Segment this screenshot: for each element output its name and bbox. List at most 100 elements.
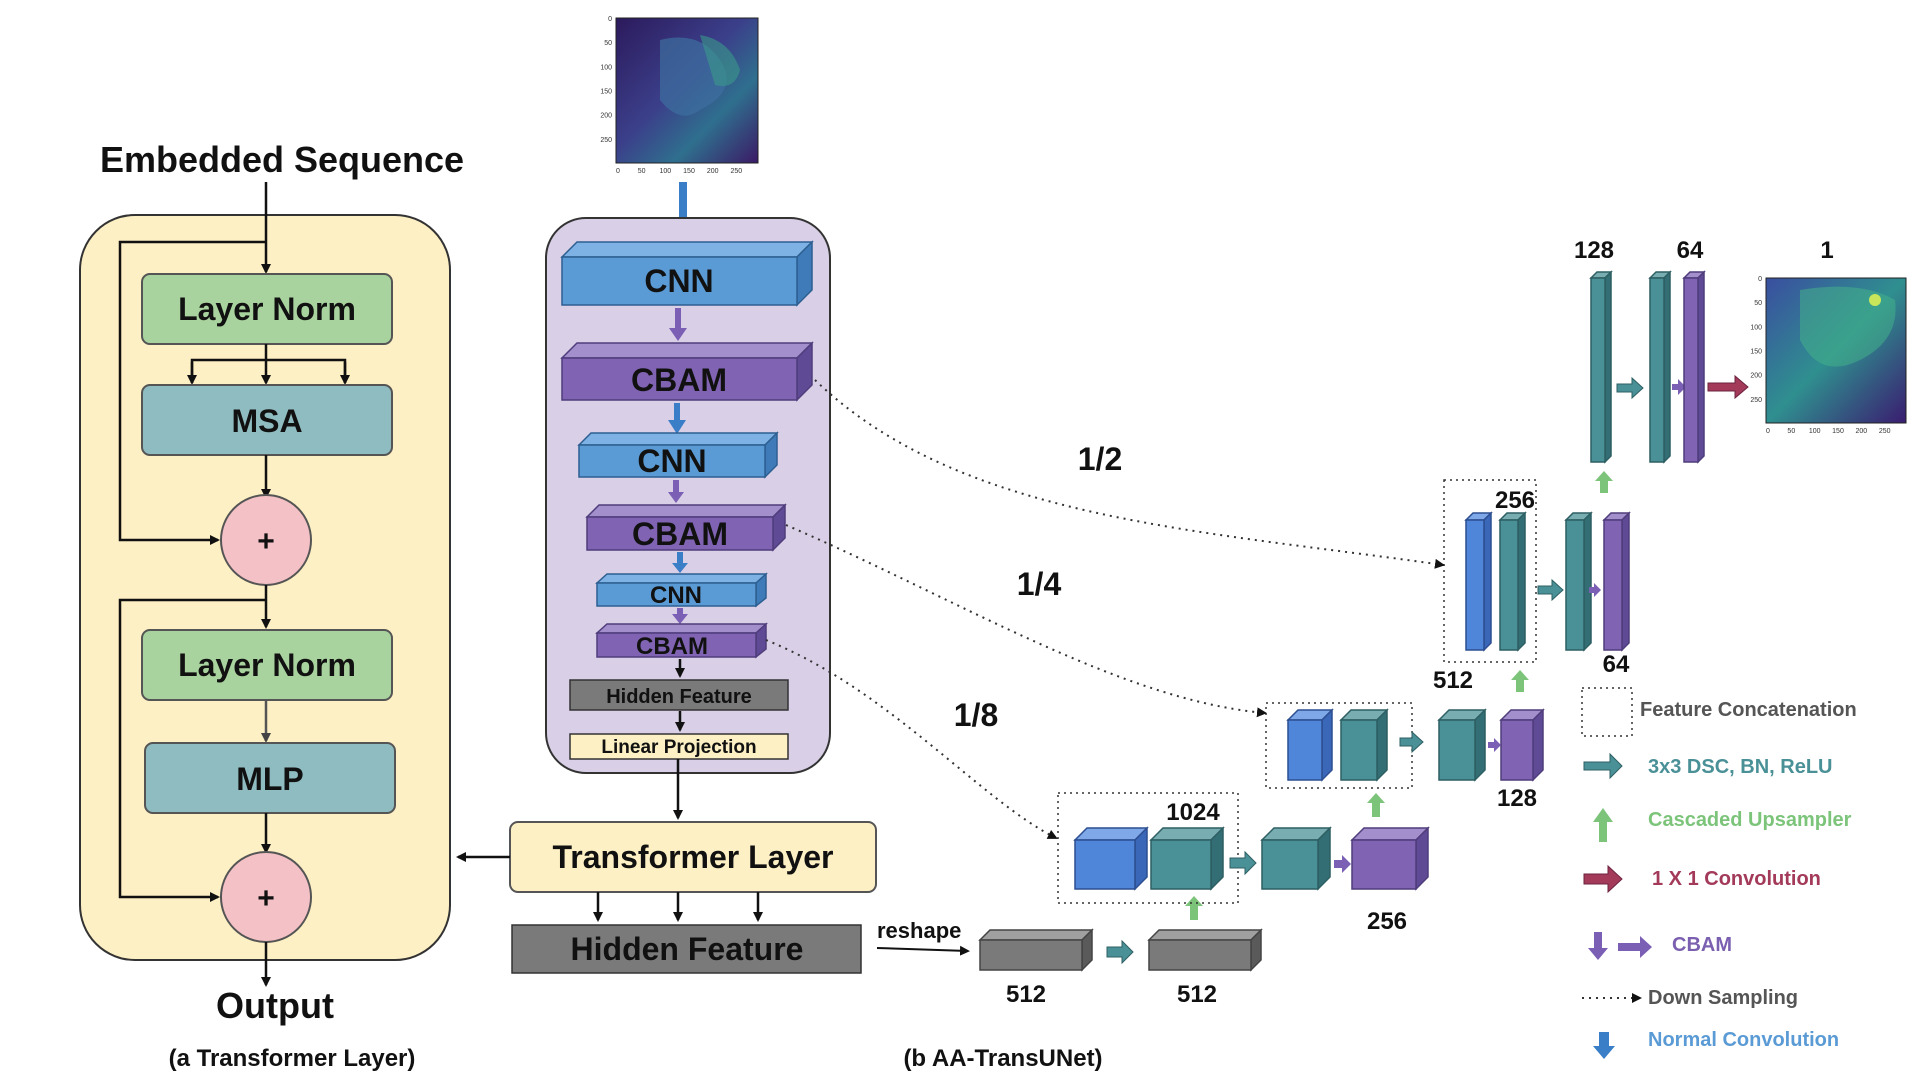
arrow-cbam2-cnn3-head xyxy=(672,563,688,573)
arrow-cnn3-cbam3-head xyxy=(672,614,688,624)
concat-box-1024 xyxy=(1057,792,1239,904)
transformer-caption: (a Transformer Layer) xyxy=(169,1045,416,1072)
cnn-1-label: CNN xyxy=(644,263,713,299)
output-y-tick-2: 100 xyxy=(1750,324,1762,331)
output-y-tick-3: 150 xyxy=(1750,349,1762,356)
skip-ratio-half: 1/2 xyxy=(1078,441,1122,477)
output-y-tick-5: 250 xyxy=(1750,397,1762,404)
cbam-2-block xyxy=(586,516,774,551)
concat-box-512 xyxy=(1265,702,1413,789)
teal-block-1024 xyxy=(1150,839,1212,890)
blue-block-512 xyxy=(1287,719,1323,781)
embedded-sequence-label: Embedded Sequence xyxy=(100,139,464,180)
output-x-tick-1: 50 xyxy=(1787,428,1795,435)
channel-128-mid: 128 xyxy=(1497,785,1537,812)
purple-block-128 xyxy=(1500,719,1534,781)
cbam-2-label: CBAM xyxy=(632,516,728,552)
upsampler-arrow-1 xyxy=(1185,896,1203,920)
transformer-layer-label: Transformer Layer xyxy=(552,839,833,875)
channel-512: 512 xyxy=(1433,667,1473,694)
input-y-tick-3: 150 xyxy=(600,89,612,96)
transformer-layer-panel: Embedded Sequence Layer Norm MSA + Layer… xyxy=(79,139,464,1072)
cnn-1-block xyxy=(561,256,798,306)
cbam-3-label: CBAM xyxy=(636,633,708,660)
teal-block-128t xyxy=(1590,277,1606,463)
hidden-feature-box xyxy=(511,924,862,974)
purple-block-128-side xyxy=(1532,708,1544,782)
legend-normal-conv-arrow xyxy=(1593,1032,1615,1059)
channel-512-a: 512 xyxy=(1006,981,1046,1008)
input-y-tick-1: 50 xyxy=(604,40,612,47)
output-heatmap-peak xyxy=(1869,294,1881,306)
channel-64-top: 64 xyxy=(1677,237,1704,264)
reshape-arrow xyxy=(876,945,970,956)
legend-dsc: 3x3 DSC, BN, ReLU xyxy=(1648,756,1833,778)
skip-ratio-quarter: 1/4 xyxy=(1017,566,1062,602)
encoder-hidden-feature-box xyxy=(569,679,789,711)
output-heatmap-blob xyxy=(1800,286,1896,367)
teal-block-128-side xyxy=(1474,708,1486,782)
teal-block-128 xyxy=(1438,719,1476,781)
layer-norm-1: Layer Norm xyxy=(178,291,356,327)
purple-block-64-side xyxy=(1621,511,1630,652)
cbam-3-top xyxy=(595,623,768,634)
output-y-tick-0: 0 xyxy=(1758,276,1762,283)
mlp-box xyxy=(144,742,396,814)
blue-block-1024-side xyxy=(1134,826,1148,891)
channel-64-mid: 64 xyxy=(1603,651,1630,678)
cbam-arrow-256 xyxy=(1334,855,1351,873)
legend-cbam-right-arrow xyxy=(1618,936,1652,958)
cnn-2-block xyxy=(578,444,766,478)
teal-block-128t-side xyxy=(1604,270,1612,464)
input-x-tick-4: 200 xyxy=(707,168,719,175)
legend-conv1x1: 1 X 1 Convolution xyxy=(1652,868,1821,890)
teal-block-64-side xyxy=(1583,511,1592,652)
cbam-1-label: CBAM xyxy=(631,362,727,398)
output-x-tick-4: 200 xyxy=(1855,428,1867,435)
arrow-cnn2-cbam2-head xyxy=(668,492,684,503)
output-x-tick-0: 0 xyxy=(1766,428,1770,435)
teal-block-1024-side xyxy=(1210,826,1224,891)
legend-down-sampling: Down Sampling xyxy=(1648,987,1798,1009)
add-node-1-label: + xyxy=(257,525,275,558)
upsampler-arrow-4 xyxy=(1595,471,1613,493)
cnn-2-label: CNN xyxy=(637,443,706,479)
teal-block-512 xyxy=(1340,719,1378,781)
residual-connection-2 xyxy=(118,598,266,902)
input-y-tick-2: 100 xyxy=(600,64,612,71)
upsampler-arrow-3 xyxy=(1511,670,1529,692)
cnn-1-top xyxy=(560,241,814,258)
channel-512-b: 512 xyxy=(1177,981,1217,1008)
purple-block-64t xyxy=(1683,277,1699,463)
channel-256-low: 256 xyxy=(1367,908,1407,935)
dsc-arrow-256h xyxy=(1537,578,1564,602)
cnn-3-block xyxy=(596,582,757,607)
channel-256-high: 256 xyxy=(1495,487,1535,514)
teal-block-256h-side xyxy=(1517,511,1526,652)
gray-block-1 xyxy=(979,939,1083,971)
blue-block-256h xyxy=(1465,519,1485,651)
teal-block-256h xyxy=(1499,519,1519,651)
hidden-feature-label: Hidden Feature xyxy=(571,931,804,967)
input-x-tick-3: 150 xyxy=(683,168,695,175)
gray-block-2 xyxy=(1148,939,1252,971)
legend-cbam: CBAM xyxy=(1672,934,1732,956)
legend-feature-concatenation: Feature Concatenation xyxy=(1640,699,1857,721)
skip-connection-eighth xyxy=(765,639,1058,839)
teal-block-64t-side xyxy=(1663,270,1671,464)
residual-connection-1 xyxy=(118,240,266,545)
reshape-label: reshape xyxy=(877,918,961,943)
legend-concat-swatch xyxy=(1581,687,1633,737)
layer-norm-2: Layer Norm xyxy=(178,647,356,683)
channel-128-top: 128 xyxy=(1574,237,1614,264)
conv1x1-arrow xyxy=(1707,374,1749,400)
dsc-arrow-512 xyxy=(1399,730,1424,754)
cbam-arrow-64t xyxy=(1672,379,1686,395)
output-x-tick-5: 250 xyxy=(1879,428,1891,435)
legend-conv1x1-arrow xyxy=(1583,864,1623,894)
